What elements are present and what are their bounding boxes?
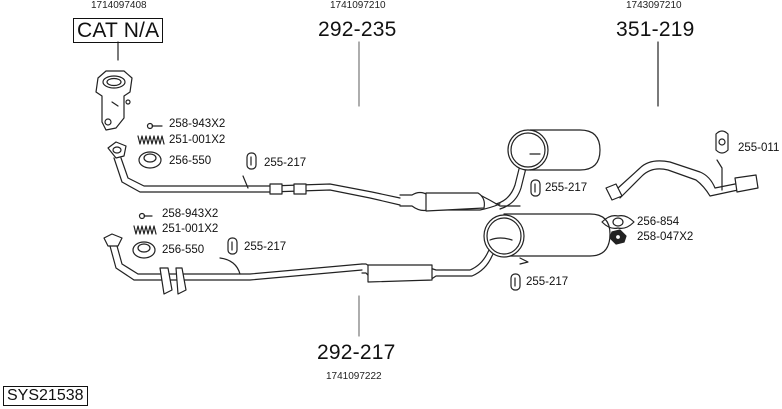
accessory-label-ring-lower: 256-550 [162,244,205,256]
spring-icon-lower [133,225,157,235]
catalytic-converter-icon [95,70,133,131]
tail-pipe-icon [605,159,759,201]
rear-silencer-upper-icon [507,129,601,171]
bolt-icon-lower [138,212,153,220]
accessory-label-bolt-lower: 258-943X2 [162,208,219,220]
gasket-icon [601,215,635,229]
rubber-hanger-icon-right [715,130,729,154]
reference-number-cat: 1714097408 [91,0,147,11]
part-number-292-235: 292-235 [318,18,397,41]
spring-icon-upper [137,135,165,145]
rubber-hanger-icon-lower [227,237,238,255]
accessory-label-hanger-upper: 255-217 [264,157,307,169]
center-muffler-lower-icon [361,237,501,283]
bolt-icon-upper [146,122,163,130]
sealing-ring-icon-lower [132,241,156,259]
accessory-label-spring-lower: 251-001X2 [162,223,219,235]
rear-silencer-lower-icon [483,213,611,265]
reference-number-351-219: 1743097210 [626,0,682,11]
rubber-hanger-icon-middle-upper [530,179,541,197]
accessory-label-hanger-right: 255-011 [738,142,780,154]
part-number-351-219: 351-219 [616,18,695,41]
front-pipe-lower-icon [103,233,363,295]
accessory-label-hanger-middle-upper: 255-217 [545,182,588,194]
rubber-hanger-icon-middle-lower [510,273,521,291]
reference-number-292-217: 1741097222 [326,371,382,382]
accessory-label-gasket: 256-854 [637,216,680,228]
accessory-label-ring-upper: 256-550 [169,155,212,167]
sealing-ring-icon-upper [138,151,162,169]
part-number-cat: CAT N/A [73,18,164,44]
accessory-label-nut: 258-047X2 [637,231,694,243]
system-id-label: SYS21538 [3,386,88,406]
accessory-label-hanger-lower: 255-217 [244,241,287,253]
part-number-292-217: 292-217 [317,341,396,364]
reference-number-292-235: 1741097210 [330,0,386,11]
accessory-label-bolt-upper: 258-943X2 [169,118,226,130]
front-pipe-upper-icon [107,141,401,206]
rubber-hanger-icon-upper [246,152,257,170]
accessory-label-spring-upper: 251-001X2 [169,134,226,146]
nut-icon [609,229,627,245]
accessory-label-hanger-middle-lower: 255-217 [526,276,569,288]
